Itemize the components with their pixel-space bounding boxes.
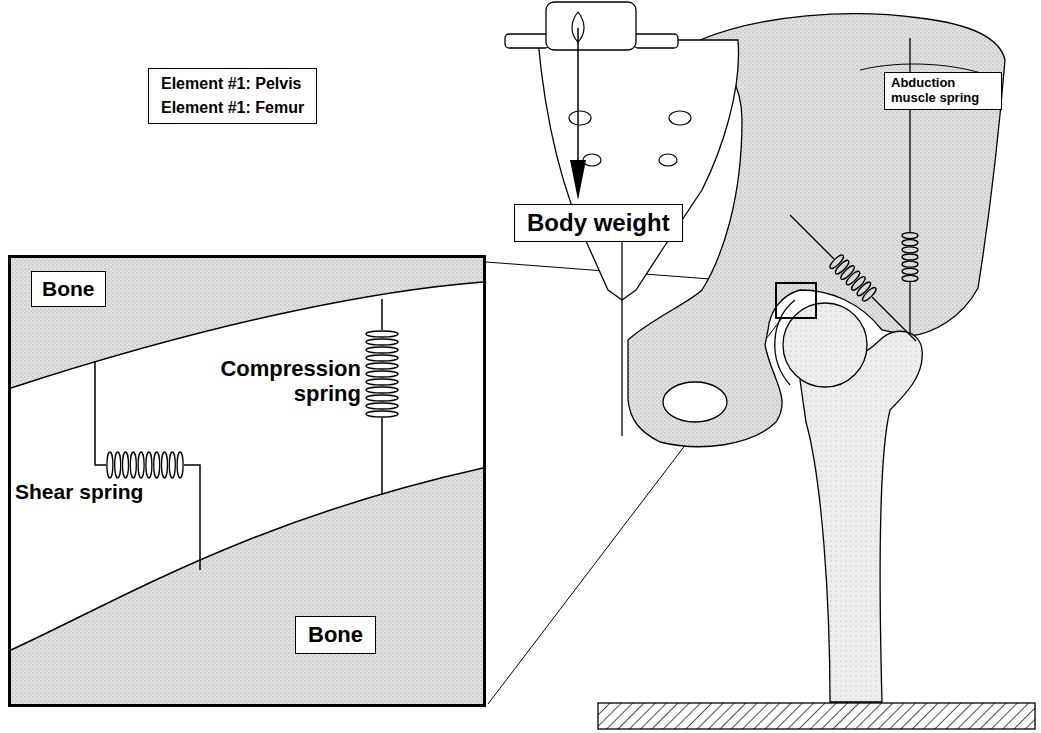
node-text: Shear spring [15,480,143,504]
inset-frame: Compression springShear springBoneBone [8,255,486,707]
sacral-foramen [569,111,591,125]
coil-loop [146,452,152,478]
coil-loop [366,355,398,361]
bone-region [11,468,483,704]
coil-loop [902,247,918,253]
legend-box: Element #1: PelvisElement #1: Femur [148,68,317,124]
spring-wire [184,465,200,570]
coil-loop [834,259,851,276]
coil-loop [366,411,398,417]
label-box: Body weight [514,204,683,242]
coil-loop [902,254,918,260]
coil-loop [839,264,856,281]
sacral-foramen [659,154,677,166]
coil-loop [902,233,918,239]
magnifier-box [776,283,816,318]
spring-wire [381,299,383,330]
coil-loop [902,261,918,267]
coil-loop [154,452,160,478]
weight-line [577,28,579,170]
label-box: Bone [295,616,376,654]
coil-loop [366,371,398,377]
coil-loop [850,275,867,292]
node-text: Bone [42,277,95,301]
coil-loop [845,270,862,287]
coil-loop [123,452,129,478]
coil-loop [902,275,918,281]
coil-loop [366,387,398,393]
node-text: Bone [308,622,363,648]
coil-loop [861,286,878,303]
coil-loop [138,452,144,478]
sacral-foramen [669,111,691,125]
spring-wire [95,361,106,465]
coil-loop [169,452,175,478]
sacrum [538,40,739,300]
node-text: Body weight [527,209,670,237]
label-box: Abduction muscle spring [884,72,1002,110]
acetabulum-rim [775,300,795,385]
coil-loop [902,268,918,274]
spring-wire [381,418,383,495]
muscle-wire [790,215,834,259]
coil-loop [366,379,398,385]
coil-loop [177,452,183,478]
weight-line [621,242,622,436]
coil-loop [366,339,398,345]
muscle-wire [909,38,910,232]
muscle-wire [909,282,910,334]
coil-loop [366,395,398,401]
spring-coils [107,233,918,478]
node-text: Element #1: Pelvis [161,75,304,93]
node-text: Compression spring [161,356,361,407]
node-text: Element #1: Femur [161,99,304,117]
coil-loop [107,452,113,478]
coil-loop [902,240,918,246]
coil-loop [828,253,845,270]
bone-surface [11,468,483,650]
femoral-head [783,303,867,387]
arrow-head [570,160,586,200]
node-text: Abduction muscle spring [891,76,995,106]
coil-loop [366,363,398,369]
vertebra-body [546,2,636,50]
coil-loop [855,280,872,297]
ground [598,703,1035,729]
coil-loop [115,452,121,478]
coil-loop [366,347,398,353]
vertebra-process [505,34,549,48]
coil-loop [366,331,398,337]
label-box: Bone [31,271,106,307]
coil-loop [162,452,168,478]
vertebra-process [634,34,678,48]
coil-loop [366,403,398,409]
coil-loop [130,452,136,478]
obturator-foramen [663,382,727,422]
